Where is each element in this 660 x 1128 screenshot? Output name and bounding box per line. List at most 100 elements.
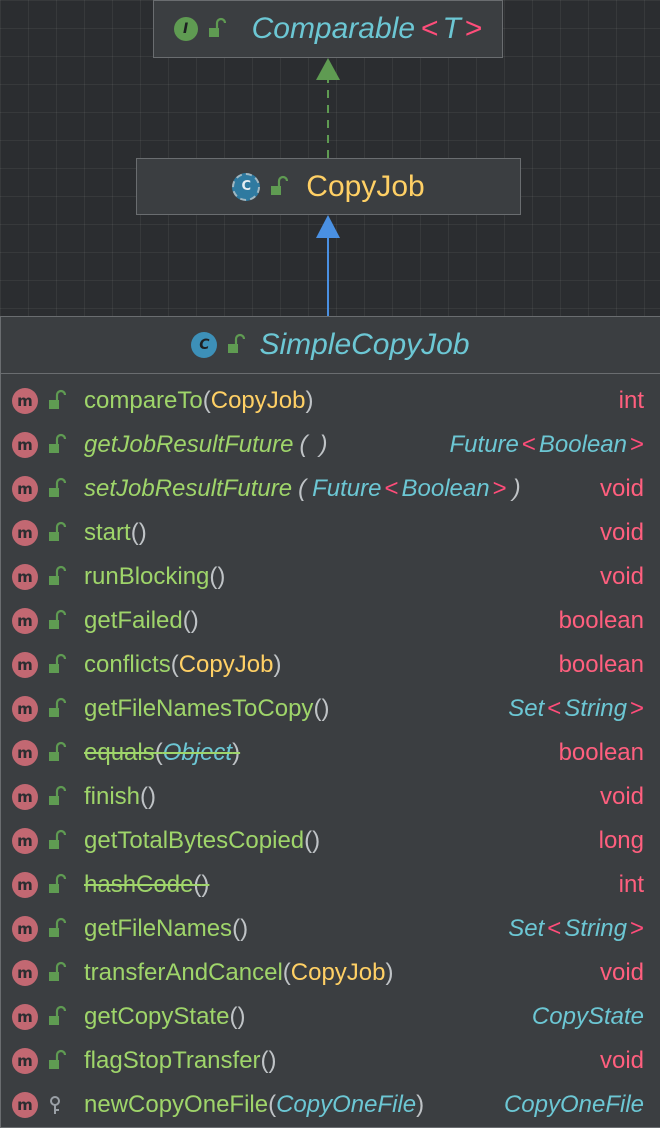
param-type: CopyOneFile — [276, 1091, 417, 1118]
return-type: void — [599, 475, 644, 502]
paren-open: ( — [298, 475, 307, 502]
paren-open: ( — [209, 563, 218, 590]
paren-open: ( — [154, 739, 163, 766]
paren-open: ( — [260, 1047, 269, 1074]
return-type: Set<String> — [508, 915, 644, 942]
param-type: CopyJob — [210, 387, 306, 414]
paren-close: ) — [512, 475, 521, 502]
method-signature: getFileNames() — [84, 915, 249, 942]
generic-close: > — [464, 12, 483, 45]
paren-close: ) — [232, 739, 241, 766]
public-lock-icon — [49, 697, 66, 717]
method-icon: m — [12, 1048, 38, 1074]
method-signature: newCopyOneFile(CopyOneFile) — [84, 1091, 425, 1118]
implements-arrowhead — [316, 58, 340, 80]
paren-close: ) — [237, 1003, 246, 1030]
return-type: void — [599, 563, 644, 590]
return-type: int — [618, 387, 644, 414]
method-signature: getCopyState() — [84, 1003, 246, 1030]
return-type: Set<String> — [508, 695, 644, 722]
public-lock-icon — [271, 175, 289, 195]
paren-close: ) — [217, 563, 226, 590]
paren-open: ( — [232, 915, 241, 942]
interface-icon: I — [173, 17, 198, 41]
paren-open: ( — [193, 871, 202, 898]
return-type: CopyState — [531, 1003, 644, 1030]
paren-open: ( — [304, 827, 313, 854]
return-type: int — [618, 871, 644, 898]
class-icon: C — [191, 332, 218, 358]
method-signature: getJobResultFuture() — [84, 431, 328, 458]
extends-arrowhead — [316, 215, 340, 238]
paren-open: ( — [313, 695, 322, 722]
class-header: C SimpleCopyJob — [1, 317, 660, 374]
paren-close: ) — [240, 915, 249, 942]
public-lock-icon — [49, 829, 66, 849]
paren-open: ( — [140, 783, 149, 810]
generic-open: < — [421, 12, 439, 45]
member-row-equals[interactable]: m equals(Object) boolean — [1, 731, 660, 775]
node-title: CopyJob — [306, 169, 425, 203]
return-type: boolean — [558, 607, 644, 634]
public-lock-icon — [208, 17, 226, 37]
public-lock-icon — [49, 565, 66, 585]
param-type: Future<Boolean> — [312, 475, 507, 502]
method-icon: m — [12, 828, 38, 854]
public-lock-icon — [49, 785, 66, 805]
param-type: CopyJob — [290, 959, 386, 986]
paren-open: ( — [268, 1091, 277, 1118]
public-lock-icon — [49, 389, 66, 409]
method-icon: m — [12, 872, 38, 898]
package-key-icon — [50, 1096, 60, 1114]
method-signature: getFileNamesToCopy() — [84, 695, 330, 722]
paren-close: ) — [312, 827, 321, 854]
return-type: void — [599, 519, 644, 546]
paren-open: ( — [202, 387, 211, 414]
paren-close: ) — [201, 871, 210, 898]
method-signature: conflicts(CopyJob) — [84, 651, 282, 678]
class-node-copyjob[interactable]: C CopyJob — [136, 158, 521, 215]
relationship-arrows — [316, 58, 340, 316]
paren-close: ) — [138, 519, 147, 546]
param-type: Object — [162, 739, 233, 766]
interface-node-comparable[interactable]: I Comparable < T > — [153, 0, 503, 58]
member-row-getCopyState[interactable]: m getCopyState() CopyState — [1, 995, 660, 1039]
method-signature: equals(Object) — [84, 739, 241, 766]
method-icon: m — [12, 432, 38, 458]
abstract-class-icon: C — [232, 172, 261, 201]
node-title: Comparable — [251, 12, 416, 45]
method-signature: finish() — [84, 783, 157, 810]
method-icon: m — [12, 608, 38, 634]
method-signature: setJobResultFuture(Future<Boolean>) — [84, 475, 521, 502]
method-icon: m — [12, 740, 38, 766]
public-lock-icon — [49, 873, 66, 893]
public-lock-icon — [49, 917, 66, 937]
paren-close: ) — [319, 431, 328, 458]
paren-close: ) — [190, 607, 199, 634]
public-lock-icon — [49, 653, 66, 673]
return-type: CopyOneFile — [503, 1091, 644, 1118]
method-icon: m — [12, 1004, 38, 1030]
public-lock-icon — [49, 433, 66, 453]
return-type: boolean — [558, 651, 644, 678]
return-type: boolean — [558, 739, 644, 766]
public-lock-icon — [49, 741, 66, 761]
public-lock-icon — [228, 333, 246, 353]
paren-open: ( — [170, 651, 179, 678]
